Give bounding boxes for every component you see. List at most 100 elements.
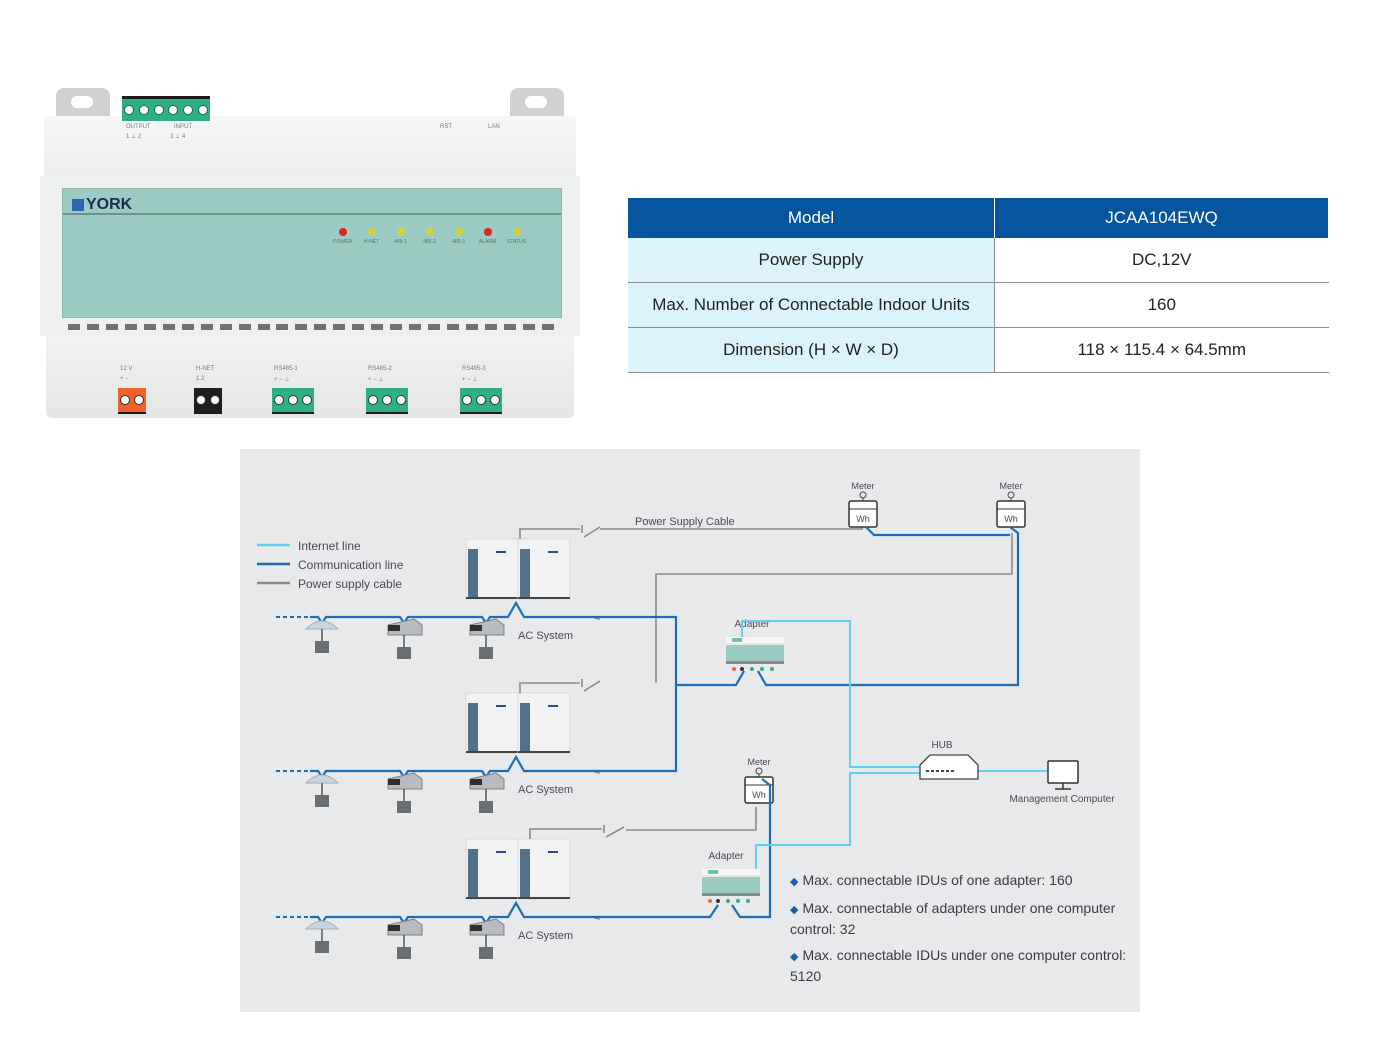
cassette-indoor-unit-icon bbox=[305, 620, 339, 654]
hub-icon bbox=[919, 754, 979, 780]
spec-header-value: JCAA104EWQ bbox=[994, 198, 1329, 238]
communication-line bbox=[310, 900, 595, 925]
lan-label: LAN bbox=[488, 124, 500, 130]
spec-value: 160 bbox=[994, 282, 1329, 328]
terminal-label: RS485-3 bbox=[462, 366, 486, 372]
outdoor-unit-icon bbox=[465, 692, 519, 754]
adapter-label: Adapter bbox=[708, 851, 744, 862]
notes-list: ◆Max. connectable IDUs of one adapter: 1… bbox=[790, 871, 1135, 993]
table-row: Max. Number of Connectable Indoor Units … bbox=[628, 282, 1329, 328]
led-indicator-icon bbox=[454, 228, 463, 236]
cassette-indoor-unit-icon bbox=[305, 920, 339, 954]
cable-mark: ≈ bbox=[595, 767, 601, 778]
status-led: POWER bbox=[332, 228, 353, 245]
status-led: ALARM bbox=[477, 228, 498, 245]
vent-slot bbox=[124, 324, 137, 330]
terminal-block bbox=[366, 388, 408, 414]
spec-value: 118 × 115.4 × 64.5mm bbox=[994, 327, 1329, 373]
note-item: ◆Max. connectable IDUs under one compute… bbox=[790, 947, 1127, 984]
vent-slot bbox=[276, 324, 289, 330]
adapter-icon bbox=[702, 869, 760, 903]
bullet-icon: ◆ bbox=[790, 876, 799, 888]
status-led: H-NET bbox=[361, 228, 382, 245]
vent-slot bbox=[503, 324, 516, 330]
internet-line bbox=[755, 772, 920, 869]
bullet-icon: ◆ bbox=[790, 904, 799, 916]
duct-indoor-unit-icon bbox=[469, 918, 505, 960]
meter-label: Meter bbox=[999, 481, 1022, 491]
mounting-ear-right bbox=[510, 88, 564, 118]
led-indicator-icon bbox=[338, 228, 347, 236]
vent-slot bbox=[238, 324, 251, 330]
adapter-device-illustration: OUTPUT INPUT 1 ⊥ 2 3 ⊥ 4 RST LAN YORK PO… bbox=[40, 84, 580, 420]
outdoor-unit-icon bbox=[517, 538, 571, 600]
communication-line bbox=[757, 526, 1020, 687]
led-indicator-icon bbox=[512, 228, 521, 236]
led-label: 485-2 bbox=[423, 239, 436, 245]
computer-monitor-icon bbox=[1047, 760, 1079, 784]
led-indicator-icon bbox=[367, 228, 376, 236]
power-switch-icon bbox=[605, 826, 625, 838]
power-cable bbox=[626, 807, 757, 831]
communication-line bbox=[731, 778, 772, 919]
vent-slot bbox=[466, 324, 479, 330]
power-switch-icon bbox=[583, 680, 601, 692]
vent-slot bbox=[447, 324, 460, 330]
note-item: ◆Max. connectable of adapters under one … bbox=[790, 900, 1116, 937]
cassette-indoor-unit-icon bbox=[305, 774, 339, 808]
meter-label: Meter bbox=[851, 481, 874, 491]
terminal-block bbox=[460, 388, 502, 414]
vent-slot bbox=[143, 324, 156, 330]
legend-label: Communication line bbox=[298, 558, 404, 572]
vent-slot bbox=[181, 324, 194, 330]
legend-label: Power supply cable bbox=[298, 577, 402, 591]
communication-line bbox=[595, 904, 719, 919]
terminal-pins: 1 2 bbox=[196, 376, 205, 382]
meter-label: Meter bbox=[747, 757, 770, 767]
led-label: POWER bbox=[333, 239, 352, 245]
legend-label: Internet line bbox=[298, 539, 361, 553]
cable-mark: ≈ bbox=[595, 613, 601, 624]
hub-port-icon bbox=[926, 770, 929, 772]
vent-slot bbox=[390, 324, 403, 330]
vent-slot bbox=[352, 324, 365, 330]
power-cable bbox=[529, 828, 602, 839]
led-indicator-icon bbox=[396, 228, 405, 236]
vent-slot bbox=[314, 324, 327, 330]
meter-unit-label: Wh bbox=[752, 790, 766, 800]
ac-system-label: AC System bbox=[518, 630, 573, 642]
vent-slot bbox=[162, 324, 175, 330]
spec-value: DC,12V bbox=[994, 238, 1329, 283]
communication-line bbox=[595, 615, 678, 773]
management-computer-label: Management Computer bbox=[1009, 794, 1115, 805]
adapter-label: Adapter bbox=[734, 619, 770, 630]
status-led: STATUS bbox=[506, 228, 527, 245]
note-item: ◆Max. connectable IDUs of one adapter: 1… bbox=[790, 872, 1073, 888]
table-row: Power Supply DC,12V bbox=[628, 238, 1329, 283]
led-label: 485-3 bbox=[452, 239, 465, 245]
led-label: ALARM bbox=[478, 239, 497, 245]
hub-port-icon bbox=[931, 770, 934, 772]
status-led: 485-1 bbox=[390, 228, 411, 245]
terminal-pins: + − ⊥ bbox=[368, 377, 384, 383]
spec-table: Model JCAA104EWQ Power Supply DC,12V Max… bbox=[628, 198, 1329, 373]
vent-slot bbox=[541, 324, 554, 330]
outdoor-unit-icon bbox=[517, 692, 571, 754]
input-pins: 3 ⊥ 4 bbox=[170, 134, 186, 140]
internet-line bbox=[741, 620, 920, 768]
io-terminal-block bbox=[122, 96, 210, 121]
terminal-block bbox=[272, 388, 314, 414]
outdoor-unit-icon bbox=[517, 838, 571, 900]
terminal-block bbox=[118, 388, 146, 414]
hub-port-icon bbox=[951, 770, 954, 772]
vent-slot bbox=[105, 324, 118, 330]
vent-slot bbox=[428, 324, 441, 330]
status-led: 485-2 bbox=[419, 228, 440, 245]
vent-slot bbox=[371, 324, 384, 330]
communication-line bbox=[310, 754, 595, 779]
power-supply-cable-label: Power Supply Cable bbox=[635, 516, 735, 528]
terminal-label: RS485-1 bbox=[274, 366, 298, 372]
table-row: Dimension (H × W × D) 118 × 115.4 × 64.5… bbox=[628, 327, 1329, 373]
vent-slot bbox=[409, 324, 422, 330]
outdoor-unit-icon bbox=[465, 838, 519, 900]
